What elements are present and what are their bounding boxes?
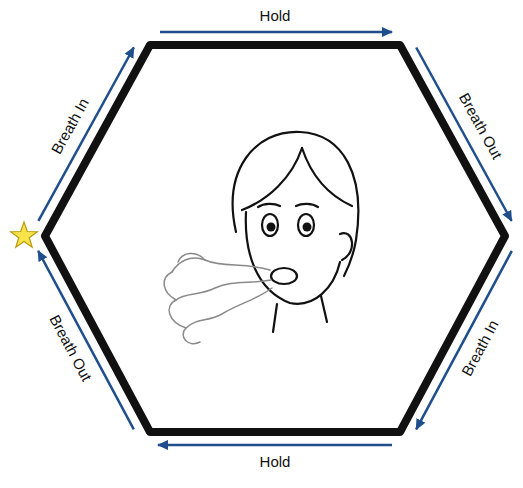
side-label: Breath In: [46, 92, 95, 159]
neck: [273, 304, 277, 332]
eyebrow: [258, 204, 280, 207]
neck: [321, 296, 327, 322]
face-outline: [246, 212, 340, 304]
open-mouth: [271, 268, 297, 284]
hair-bangs: [302, 148, 352, 206]
cycle-arrow: [38, 251, 134, 429]
pupil: [267, 223, 276, 232]
eyebrow: [296, 204, 318, 207]
start-star: [11, 222, 38, 247]
side-label: Hold: [257, 7, 294, 26]
hexagon-outline: [45, 45, 505, 432]
breath-line: [178, 253, 205, 262]
breath-line: [186, 288, 272, 328]
hair-outline: [233, 132, 359, 276]
pupils: [267, 223, 312, 232]
cycle-arrow: [38, 48, 133, 221]
cycle-arrow: [416, 48, 511, 221]
side-label: Hold: [257, 453, 294, 472]
face-drawing: [233, 132, 359, 332]
hair-bangs: [242, 148, 302, 210]
pupil: [303, 223, 312, 232]
cycle-arrow: [158, 444, 392, 447]
breath-line: [172, 258, 270, 272]
eye: [298, 214, 314, 236]
cycle-arrow: [160, 31, 392, 34]
cycle-arrow: [416, 251, 512, 429]
eye: [262, 214, 278, 236]
ear: [340, 233, 352, 260]
side-label: Breath In: [456, 314, 504, 382]
breath-line: [164, 272, 200, 344]
breath-puff: [164, 253, 272, 343]
